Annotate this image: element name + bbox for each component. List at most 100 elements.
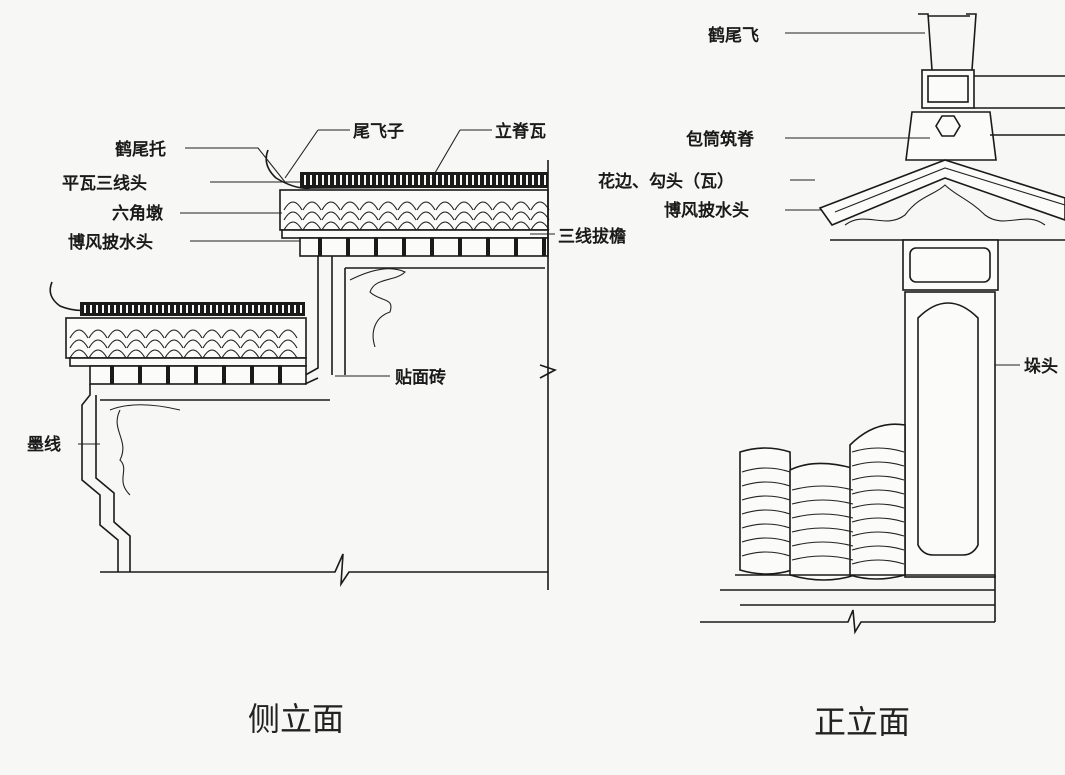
- label-duotou: 垛头: [1024, 357, 1058, 377]
- ridge-tile-gap: [370, 175, 372, 185]
- ridge-tile-gap: [282, 305, 284, 313]
- roof-tile-arc: [511, 201, 531, 231]
- roof-tile-arc: [378, 201, 398, 231]
- jar-1: [739, 447, 793, 575]
- jar-band: [741, 481, 791, 487]
- roof-tile-arc: [107, 329, 127, 359]
- ridge-tile-gap: [412, 175, 414, 185]
- lower-vine-ornament: [109, 404, 181, 496]
- lower-eave-band: [69, 357, 307, 367]
- ridge-tile-gap: [406, 175, 408, 185]
- ridge-tile-gap: [102, 305, 104, 313]
- upper-roof-tiles: [279, 189, 549, 231]
- ridge-tile-gap: [484, 175, 486, 185]
- side-leader-lines: [78, 129, 555, 445]
- ridge-tile-gap: [454, 175, 456, 185]
- label-bofeng-pishuitou-side: 博风披水头: [68, 232, 153, 253]
- roof-tile-arc: [278, 329, 298, 359]
- ridge-tile-gap: [418, 175, 420, 185]
- ridge-tile-gap: [120, 305, 122, 313]
- ridge-tile-gap: [502, 175, 504, 185]
- jar-band: [741, 551, 791, 557]
- roof-tile-arc: [321, 201, 341, 231]
- roof-tile-arc: [473, 201, 493, 231]
- jar-band: [851, 489, 905, 495]
- ridge-tile-gap: [210, 305, 212, 313]
- ridge-tile-gap: [400, 175, 402, 185]
- upper-bracket-row: [299, 237, 549, 257]
- eave-bracket: [110, 366, 114, 384]
- label-baotong-zhuji: 包筒筑脊: [686, 129, 755, 150]
- jar-band: [741, 495, 791, 501]
- ridge-tile-gap: [138, 305, 140, 313]
- eave-bracket: [318, 238, 322, 256]
- roof-tile-arc: [435, 201, 455, 231]
- upper-wall-panel: [344, 267, 545, 375]
- eave-bracket: [250, 366, 254, 384]
- roof-tile-arc: [416, 201, 436, 231]
- roof-tile-arc: [340, 201, 360, 231]
- jars: [739, 423, 906, 581]
- eave-bracket: [514, 238, 518, 256]
- front-base: [700, 574, 996, 635]
- ridge-tile-gap: [246, 305, 248, 313]
- ridge-tile-gap: [174, 305, 176, 313]
- ridge-tile-gap: [234, 305, 236, 313]
- ridge-tile-gap: [204, 305, 206, 313]
- ridge-tile-gap: [442, 175, 444, 185]
- eave-bracket: [542, 238, 546, 256]
- ridge-tile-gap: [424, 175, 426, 185]
- jar-band: [851, 461, 905, 467]
- jar-band: [851, 545, 905, 551]
- label-liujiao-dun: 六角墩: [112, 203, 164, 224]
- ridge-tile-gap: [382, 175, 384, 185]
- roof-tile-arc: [183, 329, 203, 359]
- ridge-tile-gap: [216, 305, 218, 313]
- ridge-tile-gap: [240, 305, 242, 313]
- label-hewei-tuo: 鹤尾托: [115, 139, 166, 160]
- gable-roof: [818, 159, 1065, 226]
- jar-band: [851, 447, 905, 453]
- label-liji-wa: 立脊瓦: [495, 121, 546, 142]
- wall-base-with-break: [100, 553, 548, 587]
- roof-tile-arc: [359, 201, 379, 231]
- eave-bracket: [166, 366, 170, 384]
- ridge-tile-gap: [448, 175, 450, 185]
- jar-band: [791, 555, 854, 561]
- roof-tile-arc: [397, 201, 417, 231]
- ridge-tile-gap: [496, 175, 498, 185]
- label-tiemian-zhuan: 贴面砖: [395, 367, 446, 388]
- ridge-tile-gap: [180, 305, 182, 313]
- right-leader-lines: [974, 75, 1065, 136]
- label-hewei-fei: 鹤尾飞: [708, 25, 759, 46]
- ridge-tile-gap: [364, 175, 366, 185]
- title-side-elevation: 侧立面: [248, 700, 344, 738]
- ridge-tile-gap: [168, 305, 170, 313]
- roof-tile-arc: [283, 201, 303, 231]
- lower-wall-stepped-edge: [81, 377, 319, 572]
- ridge-tile-gap: [352, 175, 354, 185]
- ridge-tile-gap: [334, 175, 336, 185]
- ridge-tile-gap: [544, 175, 546, 185]
- roof-tile-arc: [259, 329, 279, 359]
- jar-3: [849, 423, 906, 580]
- roof-tile-arc: [164, 329, 184, 359]
- ridge-tile-gap: [532, 175, 534, 185]
- ridge-tile-gap: [388, 175, 390, 185]
- roof-tile-arc: [145, 329, 165, 359]
- ridge-tile-gap: [228, 305, 230, 313]
- front-elevation-drawing: 鹤尾飞 包筒筑脊 花边、勾头（瓦） 博风披水头 垛头 正立面: [598, 13, 1065, 741]
- ridge-tile-gap: [84, 305, 86, 313]
- lower-roof: [49, 281, 307, 385]
- roof-tile-arc: [88, 329, 108, 359]
- ridge-tile-gap: [186, 305, 188, 313]
- jar-band: [791, 541, 854, 547]
- upper-roof: [265, 149, 550, 257]
- jar-2: [789, 462, 856, 581]
- jar-band: [851, 503, 905, 509]
- jar-band: [741, 537, 791, 543]
- ridge-tile-gap: [114, 305, 116, 313]
- label-weifeizi: 尾飞子: [353, 122, 404, 142]
- ridge-tile-gap: [466, 175, 468, 185]
